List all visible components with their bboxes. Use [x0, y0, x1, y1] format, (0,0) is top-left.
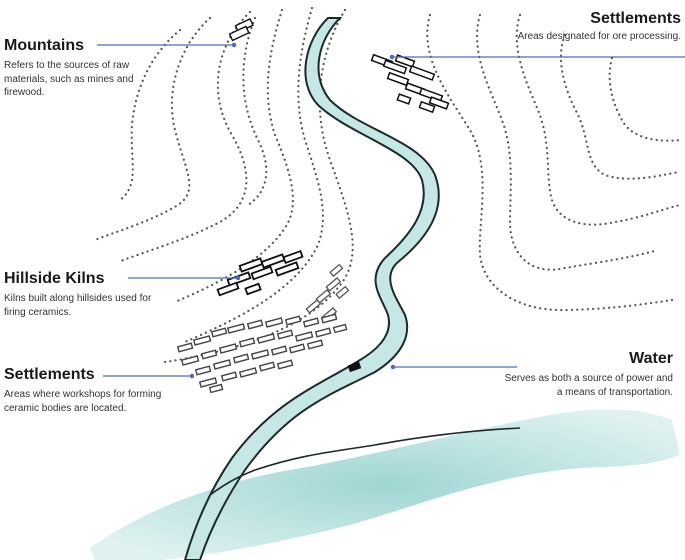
building	[332, 323, 348, 334]
building	[250, 265, 274, 281]
river-main	[90, 409, 680, 560]
building	[335, 285, 350, 300]
building	[226, 323, 246, 334]
building	[270, 345, 288, 356]
contour-line	[476, 13, 660, 271]
building	[210, 327, 228, 338]
building	[238, 257, 264, 273]
building	[282, 249, 304, 265]
building	[408, 65, 436, 81]
mountain-kiln-buildings	[228, 17, 254, 42]
leader-dot-hillside-kilns	[235, 275, 241, 281]
building	[258, 361, 276, 372]
label-description: Areas where workshops for forming cerami…	[4, 389, 162, 414]
building	[232, 353, 250, 364]
label-description: Areas designated for ore processing.	[517, 31, 681, 42]
building	[200, 349, 218, 360]
building	[176, 342, 194, 353]
contour-line	[173, 8, 295, 304]
building	[250, 349, 270, 360]
building	[228, 25, 250, 42]
label-water: Water Serves as both a source of power a…	[503, 350, 673, 399]
mountain-contours-right	[426, 13, 684, 312]
label-description: Refers to the sources of raw materials, …	[4, 60, 134, 98]
contour-line	[118, 28, 182, 202]
label-title: Settlements	[590, 10, 681, 27]
river-tributary	[183, 17, 440, 560]
leader-dot-settlements-workshops	[189, 373, 195, 379]
building	[260, 253, 286, 269]
label-settlements-ore: Settlements Areas designated for ore pro…	[481, 10, 681, 44]
building	[216, 281, 240, 297]
building	[208, 383, 224, 394]
building	[394, 54, 416, 68]
contour-line	[93, 16, 212, 242]
building	[382, 59, 408, 75]
building	[320, 313, 338, 324]
ore-settlement-buildings	[370, 53, 450, 114]
water-mill-marker	[347, 361, 362, 373]
building	[329, 263, 344, 278]
contour-line	[116, 10, 252, 264]
building	[194, 365, 212, 376]
contour-line	[559, 33, 680, 180]
building	[325, 277, 342, 292]
building	[238, 367, 258, 378]
label-description: Serves as both a source of power and a m…	[504, 373, 673, 398]
building	[218, 343, 238, 354]
contour-line	[163, 8, 354, 364]
leader-dot-mountains	[231, 42, 237, 48]
contour-line	[515, 13, 682, 226]
river	[90, 17, 680, 560]
workshop-settlement-buildings	[176, 313, 348, 394]
building	[212, 359, 232, 370]
building	[238, 337, 256, 348]
building	[192, 335, 212, 346]
river-bank-left	[209, 469, 256, 496]
hillside-kilns-buildings	[216, 249, 304, 297]
building	[256, 333, 276, 344]
building	[294, 331, 314, 342]
building	[305, 299, 322, 314]
building	[428, 96, 450, 110]
building	[418, 100, 436, 114]
label-title: Settlements	[4, 366, 95, 383]
label-description: Kilns built along hillsides used for fir…	[4, 293, 152, 318]
building	[288, 343, 306, 354]
building	[284, 315, 302, 326]
building	[198, 377, 218, 388]
building	[246, 319, 264, 330]
building	[302, 317, 320, 328]
label-mountains: Mountains Refers to the sources of raw m…	[4, 37, 149, 100]
label-title: Mountains	[4, 37, 84, 54]
label-title: Hillside Kilns	[4, 270, 105, 287]
leader-lines	[97, 42, 685, 379]
building	[220, 371, 238, 382]
building	[244, 282, 262, 296]
building	[306, 339, 324, 350]
label-hillside-kilns: Hillside Kilns Kilns built along hillsid…	[4, 270, 174, 319]
building	[396, 93, 412, 105]
contour-line	[608, 56, 684, 142]
river-bank-lower	[254, 427, 521, 471]
contour-line	[183, 6, 325, 344]
building	[276, 329, 294, 340]
contour-line	[242, 16, 268, 207]
building	[264, 317, 284, 328]
building	[386, 71, 410, 87]
building	[274, 261, 300, 277]
contour-line	[426, 13, 674, 312]
building	[314, 327, 332, 338]
building	[180, 355, 200, 366]
label-settlements-workshops: Settlements Areas where workshops for fo…	[4, 366, 179, 415]
label-title: Water	[629, 350, 673, 367]
leader-dot-settlements-ore	[389, 54, 395, 60]
building	[276, 359, 294, 370]
hillside-kilns-buildings-small	[305, 263, 350, 322]
leader-dot-water	[390, 364, 396, 370]
